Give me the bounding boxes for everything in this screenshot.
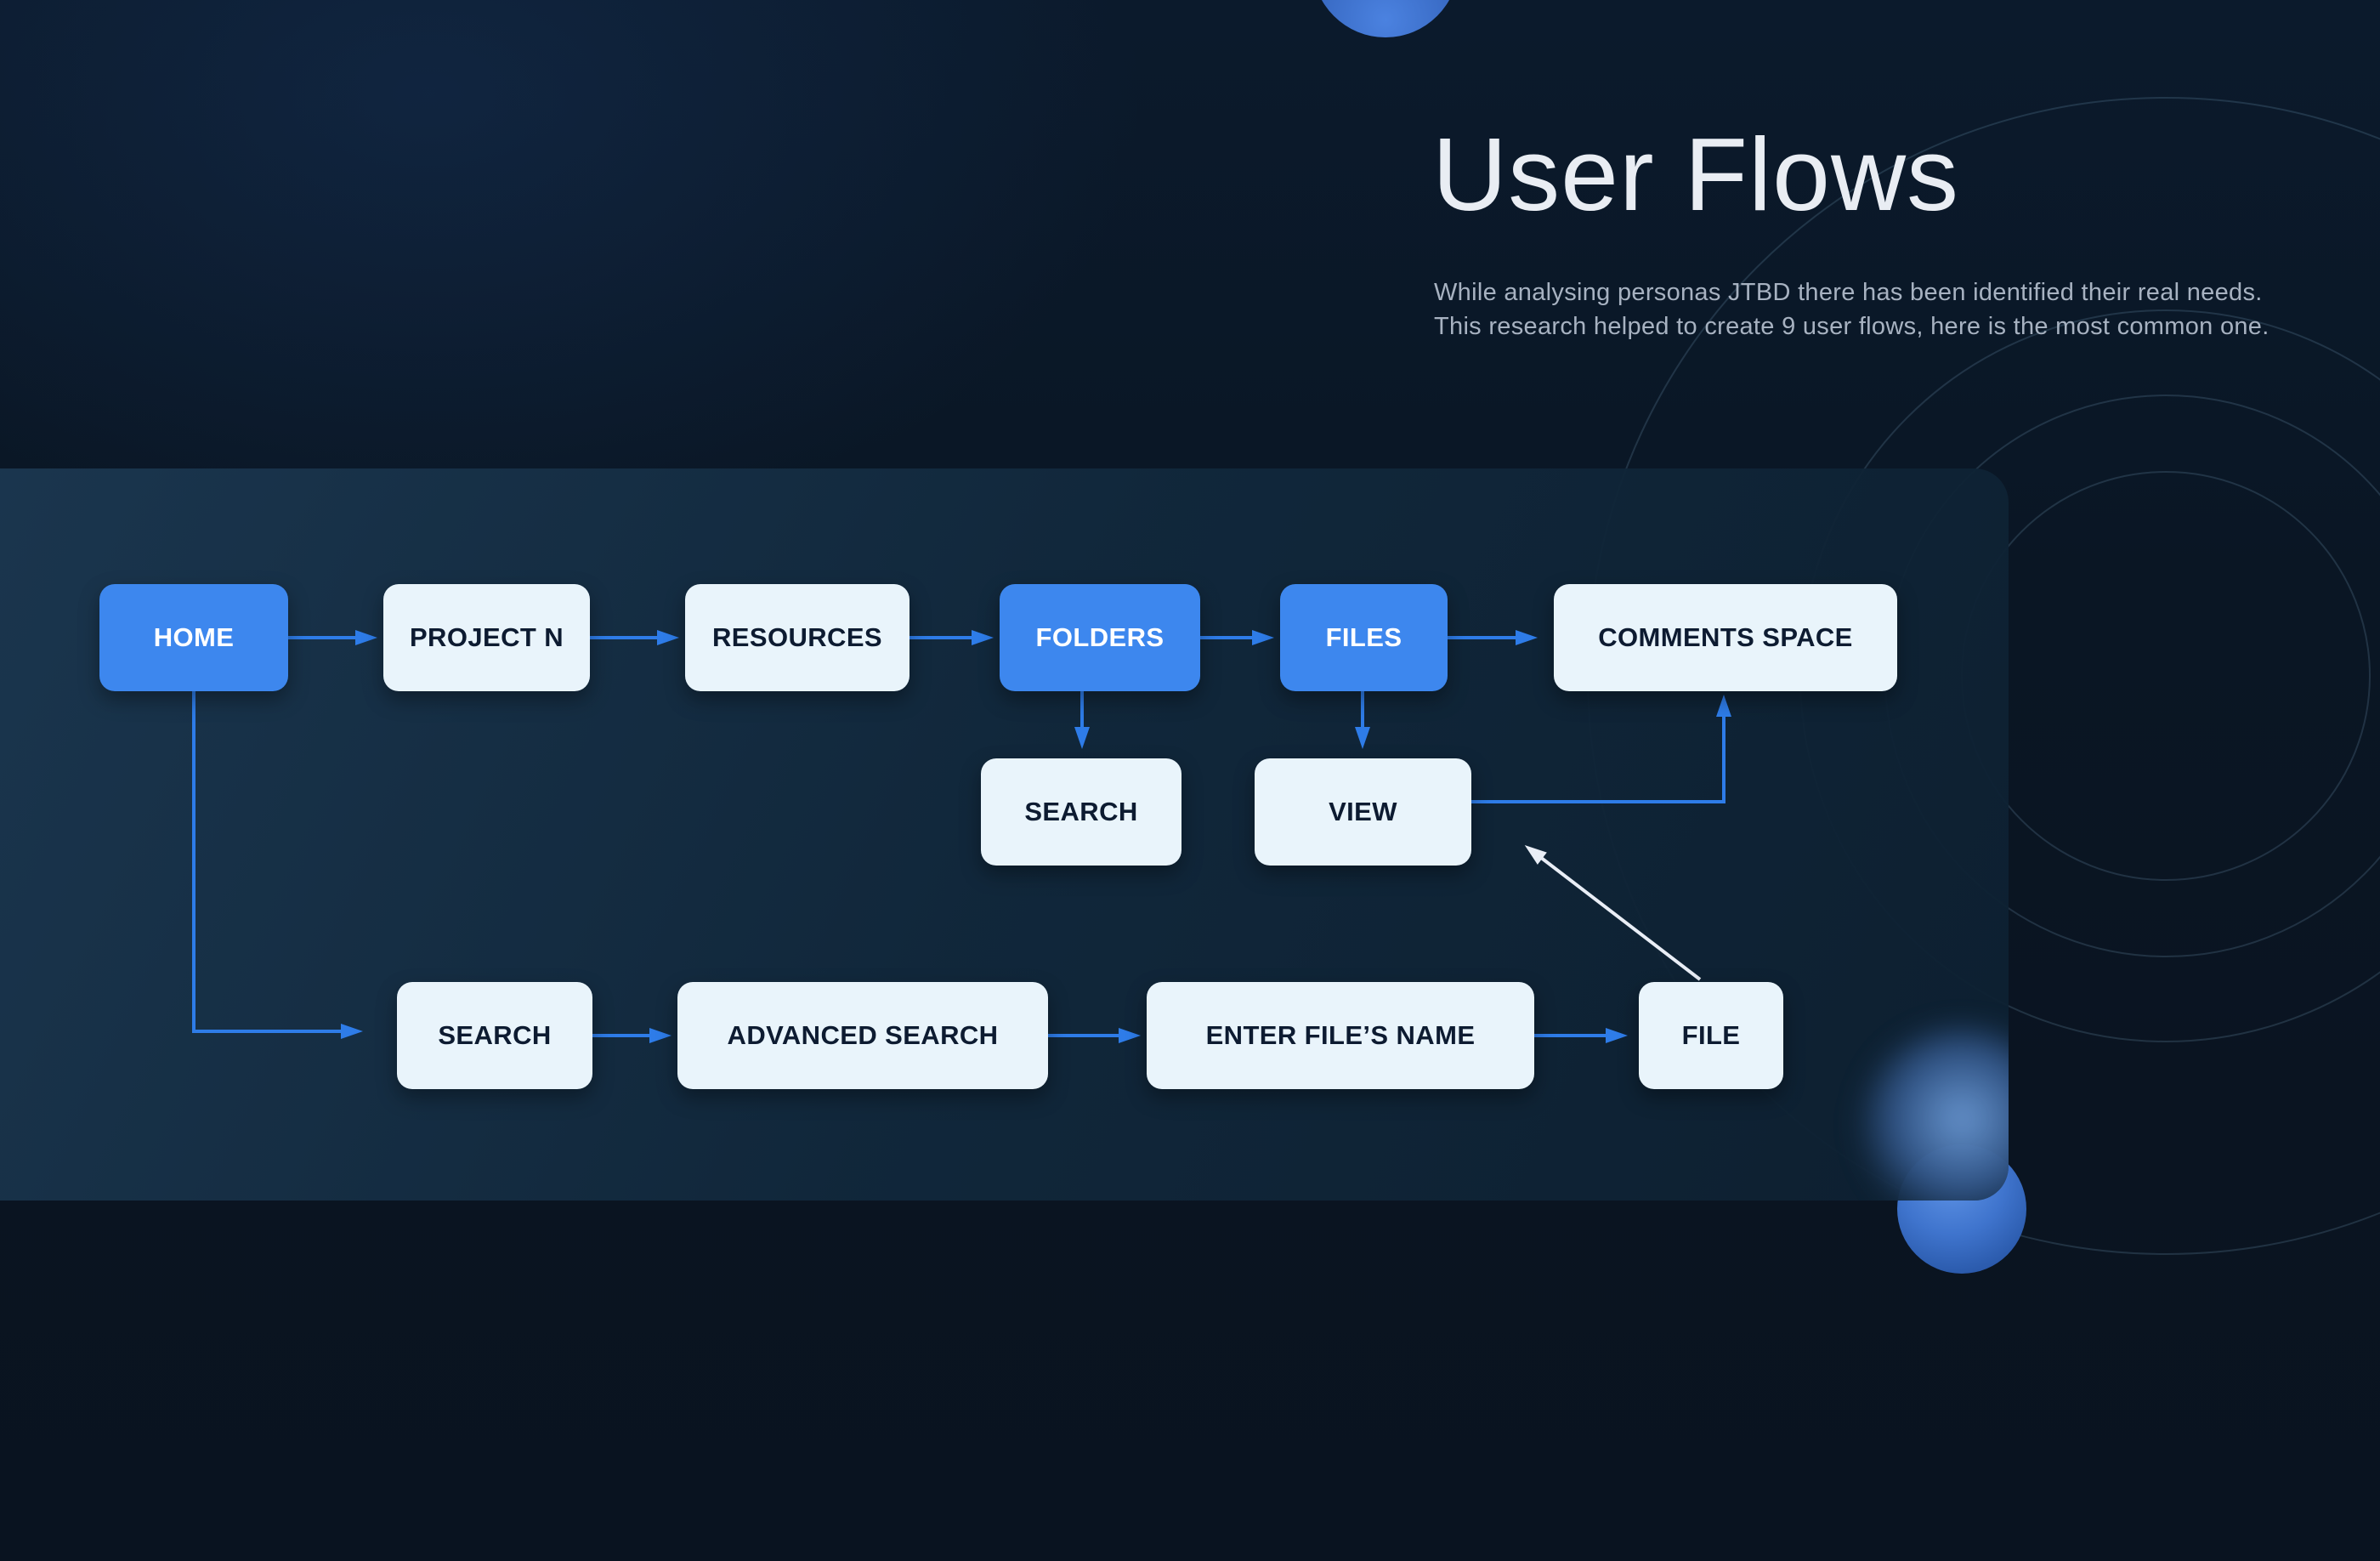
hero-section: User Flows While analysing personas JTBD… <box>1432 117 2270 343</box>
flow-node-enter-files-name: ENTER FILE’S NAME <box>1147 982 1534 1089</box>
page-title: User Flows <box>1432 116 1960 232</box>
flow-node-project-n: PROJECT N <box>383 584 590 691</box>
subtitle-line-1: While analysing personas JTBD there has … <box>1434 279 2263 307</box>
flow-node-advanced-search: ADVANCED SEARCH <box>677 982 1048 1089</box>
subtitle-line-2: This research helped to create 9 user fl… <box>1434 313 2270 341</box>
flow-node-file: FILE <box>1639 982 1783 1089</box>
page-subtitle: While analysing personas JTBD there has … <box>1434 275 2270 343</box>
flow-node-home: HOME <box>99 584 288 691</box>
flow-node-folders: FOLDERS <box>1000 584 1200 691</box>
flow-node-search-folders: SEARCH <box>981 758 1182 866</box>
flow-node-search-home: SEARCH <box>397 982 592 1089</box>
flow-node-files: FILES <box>1280 584 1448 691</box>
flow-node-resources: RESOURCES <box>685 584 910 691</box>
flow-node-view: VIEW <box>1255 758 1471 866</box>
flow-node-comments-space: COMMENTS SPACE <box>1554 584 1897 691</box>
